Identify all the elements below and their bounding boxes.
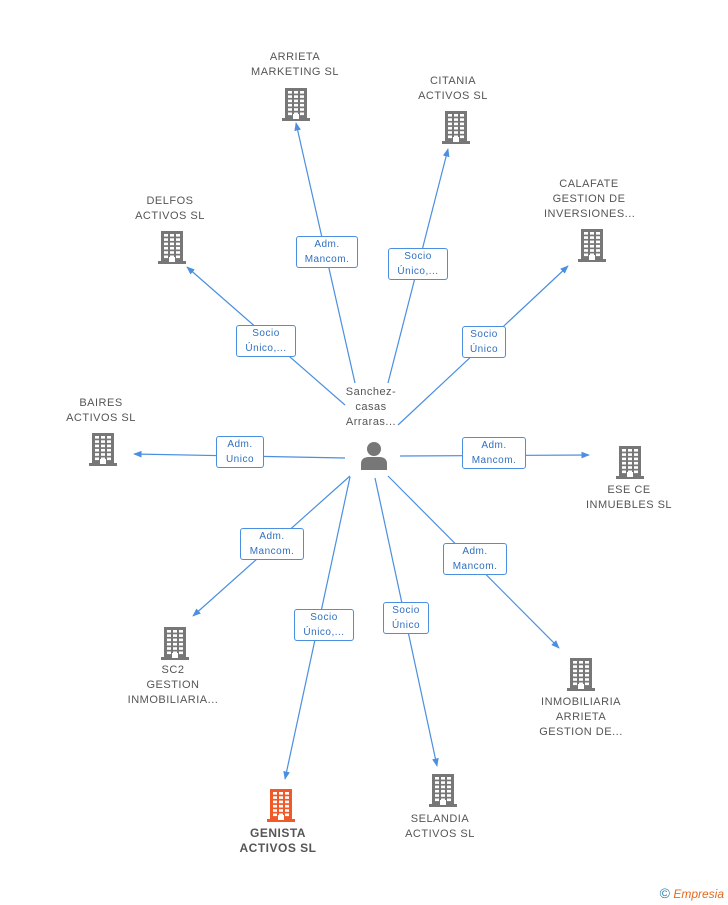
relation-label-ese-ce-inmuebles: Adm. Mancom. bbox=[462, 437, 526, 469]
relation-label-citania-activos: Socio Único,... bbox=[388, 248, 448, 280]
company-label-inmobiliaria-arrieta[interactable]: INMOBILIARIA ARRIETA GESTION DE... bbox=[539, 696, 623, 738]
company-label-calafate-gestion[interactable]: CALAFATE GESTION DE INVERSIONES... bbox=[544, 178, 636, 220]
person-name[interactable]: Sanchez- casas Arraras... bbox=[345, 386, 397, 428]
relation-label-sc2-gestion: Adm. Mancom. bbox=[240, 528, 304, 560]
building-icon[interactable] bbox=[441, 110, 471, 144]
relation-label-inmobiliaria-arrieta: Adm. Mancom. bbox=[443, 543, 507, 575]
company-label-sc2-gestion[interactable]: SC2 GESTION INMOBILIARIA... bbox=[127, 664, 219, 706]
relation-label-calafate-gestion: Socio Único bbox=[462, 326, 506, 358]
company-label-genista-activos[interactable]: GENISTA ACTIVOS SL bbox=[239, 826, 317, 855]
building-icon[interactable] bbox=[577, 228, 607, 262]
building-icon[interactable] bbox=[281, 87, 311, 121]
building-icon[interactable] bbox=[88, 432, 118, 466]
company-label-ese-ce-inmuebles[interactable]: ESE CE INMUEBLES SL bbox=[585, 484, 673, 511]
building-icon[interactable] bbox=[157, 230, 187, 264]
empresia-logo: Empresia bbox=[673, 887, 724, 901]
company-label-arrieta-marketing[interactable]: ARRIETA MARKETING SL bbox=[251, 51, 339, 78]
relation-label-delfos-activos: Socio Único,... bbox=[236, 325, 296, 357]
relation-label-genista-activos: Socio Único,... bbox=[294, 609, 354, 641]
relation-label-arrieta-marketing: Adm. Mancom. bbox=[296, 236, 358, 268]
building-icon[interactable] bbox=[615, 445, 645, 479]
company-label-selandia-activos[interactable]: SELANDIA ACTIVOS SL bbox=[405, 813, 475, 840]
company-label-baires-activos[interactable]: BAIRES ACTIVOS SL bbox=[66, 397, 136, 424]
person-icon[interactable] bbox=[359, 440, 389, 470]
building-icon[interactable] bbox=[266, 788, 296, 822]
footer-brand[interactable]: © Empresia bbox=[660, 885, 724, 901]
building-icon[interactable] bbox=[160, 626, 190, 660]
building-icon[interactable] bbox=[566, 657, 596, 691]
company-label-delfos-activos[interactable]: DELFOS ACTIVOS SL bbox=[135, 195, 205, 222]
relation-label-selandia-activos: Socio Único bbox=[383, 602, 429, 634]
company-label-citania-activos[interactable]: CITANIA ACTIVOS SL bbox=[418, 75, 488, 102]
building-icon[interactable] bbox=[428, 773, 458, 807]
copyright-icon: © bbox=[659, 885, 670, 901]
relation-label-baires-activos: Adm. Unico bbox=[216, 436, 264, 468]
